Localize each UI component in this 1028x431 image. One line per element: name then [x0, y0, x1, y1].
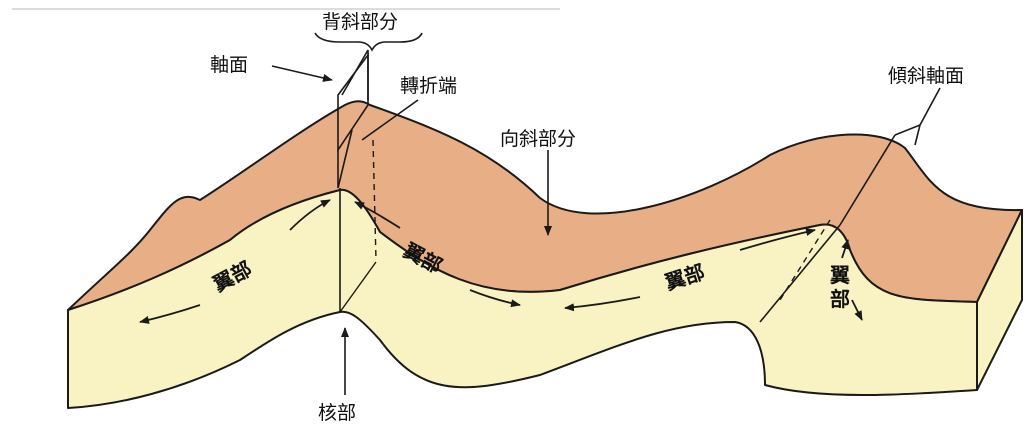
hinge-label: 轉折端	[400, 75, 457, 97]
anticline-brace	[315, 33, 422, 50]
inclined-axial-plane-label: 傾斜軸面	[888, 65, 964, 87]
core-label: 核部	[318, 402, 356, 424]
inclined-axial-pointer-b	[915, 125, 920, 145]
axial-plane-pointer	[272, 66, 332, 80]
axial-plane-label: 軸面	[210, 54, 248, 76]
inclined-axial-pointer	[920, 88, 940, 125]
anticline-pointer-1	[342, 50, 368, 95]
syncline-label: 向斜部分	[500, 128, 576, 150]
anticline-label: 背斜部分	[322, 11, 398, 33]
limb-label-4a: 翼部	[829, 263, 850, 311]
inclined-axial-pointer-a	[895, 125, 920, 135]
